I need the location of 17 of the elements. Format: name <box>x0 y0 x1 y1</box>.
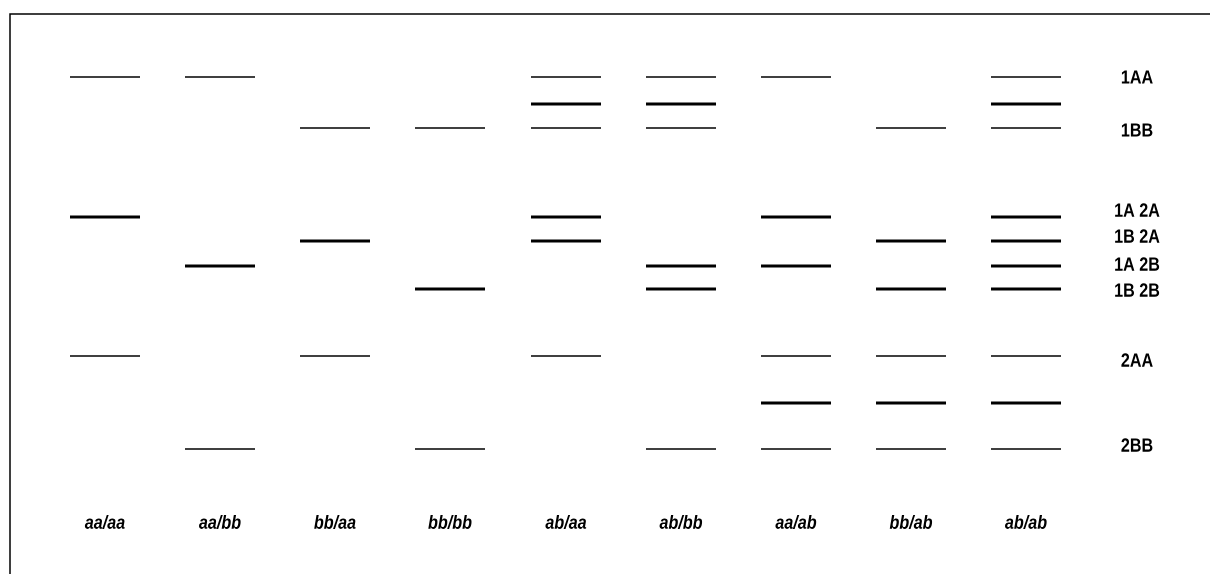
band-label: 1AA <box>1121 70 1153 84</box>
lane-label: ab/bb <box>659 514 703 530</box>
lane-label: bb/ab <box>889 514 933 530</box>
lane-label: bb/bb <box>428 514 472 530</box>
band-label: 1A 2A <box>1115 203 1160 217</box>
band-label: 1B 2B <box>1115 283 1160 297</box>
band-label: 1A 2B <box>1115 257 1160 271</box>
band-label: 1BB <box>1121 123 1153 137</box>
lane-label: ab/ab <box>1005 514 1047 530</box>
band-label: 1B 2A <box>1115 229 1160 243</box>
lane-label: aa/aa <box>84 514 125 530</box>
lane-label: aa/ab <box>775 514 817 530</box>
lane-label: ab/aa <box>545 514 587 530</box>
band-label: 2BB <box>1121 438 1153 452</box>
lane-label: aa/bb <box>199 514 241 530</box>
lane-label: bb/aa <box>314 514 356 530</box>
band-label: 2AA <box>1121 353 1153 367</box>
